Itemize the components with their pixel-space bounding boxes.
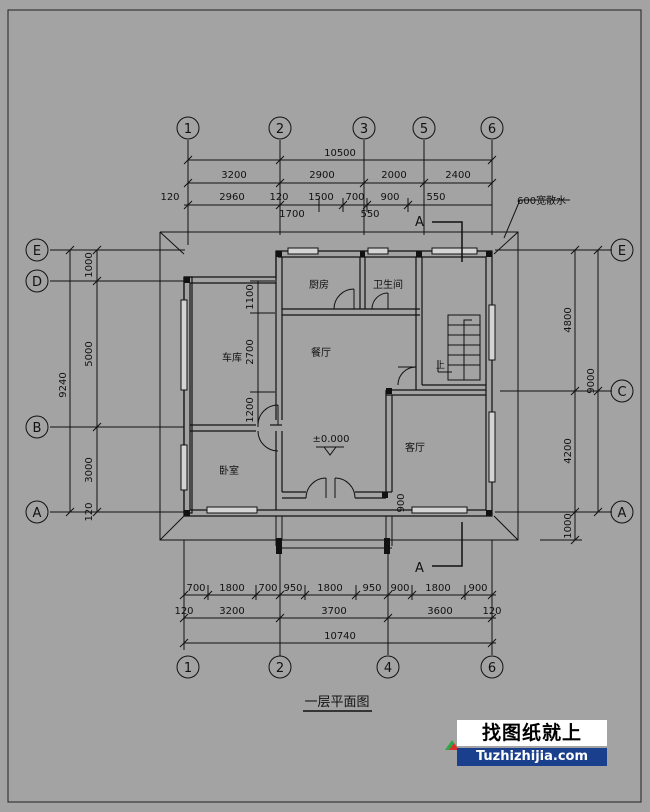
room-bedroom: 卧室 (219, 464, 239, 477)
dim-top2-7: 550 (426, 192, 445, 203)
dim-inner-3: 1200 (245, 397, 256, 422)
level-mark: ±0.000 (312, 434, 349, 445)
axis-bottom-1: 1 (184, 661, 192, 676)
room-kitchen: 厨房 (309, 278, 329, 291)
dim-top-4: 2400 (445, 170, 470, 181)
eaves-note: 600宽散水 (517, 194, 566, 207)
dimension-lines (50, 140, 612, 656)
dim-left-4: 120 (84, 502, 95, 521)
dim-right-overall: 9000 (586, 368, 597, 393)
section-labels: A A (415, 215, 424, 576)
dim-bot2-4: 3600 (427, 606, 452, 617)
room-labels: 厨房 卫生间 餐厅 车库 卧室 客厅 (219, 278, 425, 477)
dim-right-1: 4800 (563, 307, 574, 332)
room-bathroom: 卫生间 (373, 278, 403, 291)
axis-left-E: E (33, 244, 41, 259)
dim-top-overall: 10500 (324, 148, 356, 159)
doors (257, 288, 417, 499)
dim-left-3: 3000 (84, 457, 95, 482)
section-mark-top: A (415, 215, 424, 230)
axis-top-5: 5 (420, 122, 428, 137)
dim-bot2-3: 3700 (321, 606, 346, 617)
windows (180, 247, 496, 514)
staircase (437, 314, 481, 381)
dim-inner-1: 1100 (245, 284, 256, 309)
dim-top2-2: 2960 (219, 192, 244, 203)
dim-bot-8: 1800 (425, 583, 450, 594)
axis-top-6: 6 (488, 122, 496, 137)
section-cut (432, 221, 463, 567)
axis-left-A: A (33, 506, 42, 521)
axis-left-B: B (33, 421, 42, 436)
dim-bot-3: 700 (258, 583, 277, 594)
drawing-border (7, 9, 642, 803)
dim-top2-5: 700 (345, 192, 364, 203)
watermark-url: Tuzhizhijia.com (457, 748, 607, 766)
axis-right-C: C (617, 385, 626, 400)
axis-bottom-6: 6 (488, 661, 496, 676)
axis-labels: 1 2 3 5 6 1 2 4 6 E D B A E C A (32, 122, 627, 676)
dim-porch: 900 (396, 493, 407, 512)
dim-top-3: 2000 (381, 170, 406, 181)
dim-inner-2: 2700 (245, 339, 256, 364)
porch (275, 516, 393, 549)
dim-bot2-1: 120 (174, 606, 193, 617)
section-mark-bottom: A (415, 561, 424, 576)
room-living: 客厅 (405, 441, 425, 454)
dim-bot-5: 1800 (317, 583, 342, 594)
level-marker (316, 446, 344, 456)
axis-top-3: 3 (360, 122, 368, 137)
dim-top3-1: 1700 (279, 209, 304, 220)
dim-bot-7: 900 (390, 583, 409, 594)
axis-bubbles (25, 116, 634, 679)
watermark: 找图纸就上 Tuzhizhijia.com (445, 718, 607, 770)
dim-right-3: 1000 (563, 513, 574, 538)
dim-top2-3: 120 (269, 192, 288, 203)
dim-top2-4: 1500 (308, 192, 333, 203)
apron-outline (159, 199, 570, 541)
room-garage: 车库 (222, 351, 242, 364)
axis-right-A: A (618, 506, 627, 521)
dim-bot-6: 950 (362, 583, 381, 594)
dimension-texts: 10500 3200 2900 2000 2400 120 2960 120 1… (160, 148, 501, 642)
dim-bot-4: 950 (283, 583, 302, 594)
dim-right-2: 4200 (563, 438, 574, 463)
dim-bot-1: 700 (186, 583, 205, 594)
dim-top3-2: 550 (360, 209, 379, 220)
stair-up-label: 上 (436, 360, 445, 371)
dim-top-1: 3200 (221, 170, 246, 181)
dim-top-2: 2900 (309, 170, 334, 181)
axis-bottom-4: 4 (384, 661, 392, 676)
dim-left-overall: 9240 (58, 372, 69, 397)
dim-top2-1: 120 (160, 192, 179, 203)
axis-bottom-2: 2 (276, 661, 284, 676)
axis-right-E: E (618, 244, 626, 259)
dim-bot2-2: 3200 (219, 606, 244, 617)
columns (184, 251, 492, 554)
dim-top2-6: 900 (380, 192, 399, 203)
dim-left-2: 5000 (84, 341, 95, 366)
dim-bot-overall: 10740 (324, 631, 356, 642)
axis-left-D: D (32, 275, 42, 290)
axis-top-1: 1 (184, 122, 192, 137)
room-dining: 餐厅 (311, 346, 331, 359)
dimension-texts-vertical: 9240 1000 5000 3000 120 1100 2700 1200 4… (58, 252, 597, 538)
axis-top-2: 2 (276, 122, 284, 137)
watermark-logo-icon (445, 740, 459, 750)
watermark-title: 找图纸就上 (457, 720, 607, 746)
dim-bot-9: 900 (468, 583, 487, 594)
dim-left-1: 1000 (84, 252, 95, 277)
dim-bot2-5: 120 (482, 606, 501, 617)
drawing-title: 一层平面图 (304, 695, 369, 710)
dim-bot-2: 1800 (219, 583, 244, 594)
